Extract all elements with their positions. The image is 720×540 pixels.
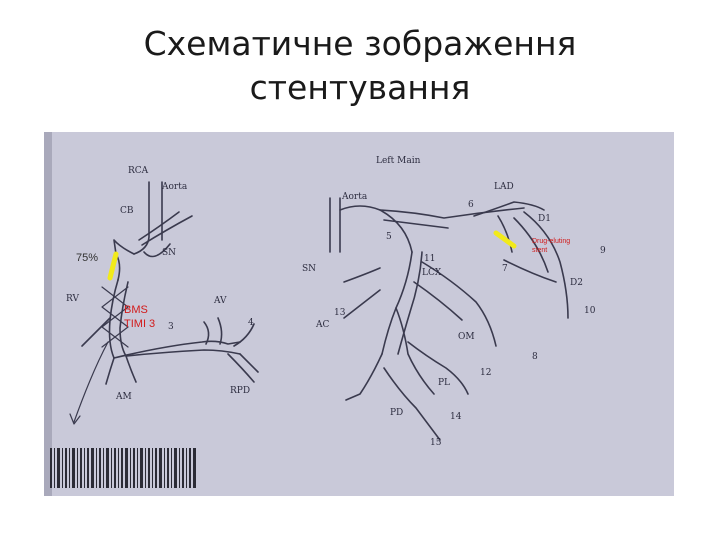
label-seg11: 11: [424, 254, 436, 264]
label-seg6: 6: [468, 200, 474, 210]
pl-branch: [407, 341, 469, 395]
stent-mesh: [101, 286, 129, 348]
rv-branch: [81, 317, 111, 347]
label-seg13: 13: [334, 308, 346, 318]
label-seg5: 5: [386, 232, 392, 242]
label-av: AV: [214, 296, 227, 306]
label-seg7: 7: [502, 264, 508, 274]
aorta-right-outline: [329, 197, 341, 253]
ac-branch: [343, 289, 381, 319]
label-aorta-right: Aorta: [342, 192, 368, 202]
label-seg14: 14: [450, 412, 462, 422]
stenosis-percent-label: 75%: [76, 252, 99, 264]
label-d2: D2: [570, 278, 583, 288]
coronary-diagram-drawing: [44, 132, 569, 496]
coronary-diagram-photo: RCA Aorta CB SN RV AV 3 4 AM RPD Left Ma…: [44, 132, 674, 496]
label-aorta-left: Aorta: [162, 182, 188, 192]
label-sn-left: SN: [162, 248, 177, 258]
title-line-2: стентування: [249, 68, 471, 107]
am-branch: [105, 355, 137, 385]
lad-proximal: [379, 207, 525, 219]
lcx-bottom: [345, 353, 383, 401]
om-branch: [421, 261, 497, 347]
lad-mid: [497, 215, 513, 253]
label-seg4: 4: [248, 318, 254, 328]
label-seg9: 9: [600, 246, 606, 256]
rca-mid-inner: [119, 281, 129, 357]
rca-distal: [113, 340, 241, 359]
rpd-branch: [227, 353, 259, 383]
label-cb: CB: [120, 206, 134, 216]
timi-flow-label: TIMI 3: [124, 318, 156, 330]
label-pl: PL: [438, 378, 451, 388]
rca-mid: [108, 279, 119, 359]
lad-lesion-marker: [493, 230, 517, 249]
rca-catheter: [73, 341, 109, 423]
lad-stent-label-line1: Drug-eluting: [532, 238, 571, 245]
cb-branch: [138, 211, 193, 246]
label-sn-right: SN: [302, 264, 317, 274]
catheter-arrow: [69, 413, 81, 425]
om-inner: [413, 281, 463, 321]
label-lcx: LCX: [422, 268, 442, 278]
sn-right-branch: [343, 267, 381, 283]
label-ac: AC: [316, 320, 330, 330]
d1-branch: [473, 201, 545, 217]
av-branch: [203, 317, 223, 345]
lcx-inner: [397, 251, 423, 355]
label-seg15: 15: [430, 438, 442, 448]
stent-type-label: BMS: [124, 304, 148, 316]
slide-title: Схематичне зображення стентування: [0, 22, 720, 110]
sn-left-branch: [143, 243, 171, 258]
label-lad: LAD: [494, 182, 514, 192]
aorta-left-outline: [133, 181, 163, 255]
label-seg12: 12: [480, 368, 492, 378]
label-d1: D1: [538, 214, 551, 224]
label-rca: RCA: [128, 166, 149, 176]
film-barcode: [50, 448, 196, 488]
d2-branch: [503, 259, 557, 283]
lad-distal-inner: [513, 217, 549, 273]
lad-stent-label-line2: stent: [532, 247, 548, 254]
label-am: AM: [116, 392, 132, 402]
lcx-main: [381, 251, 413, 355]
left-main: [339, 205, 413, 253]
title-line-1: Схематичне зображення: [143, 24, 577, 63]
label-rv: RV: [66, 294, 79, 304]
label-om: OM: [458, 332, 475, 342]
lcx-distal: [395, 307, 435, 395]
label-seg8: 8: [532, 352, 538, 362]
rca-branch-4: [233, 323, 255, 347]
pd-branch: [383, 367, 441, 441]
lad-distal: [523, 211, 569, 319]
rca-proximal: [113, 239, 135, 281]
lad-proximal-inner: [383, 219, 449, 229]
rca-distal-inner: [125, 349, 241, 357]
label-seg3: 3: [168, 322, 174, 332]
label-seg10: 10: [584, 306, 596, 316]
label-rpd: RPD: [230, 386, 251, 396]
label-pd: PD: [390, 408, 404, 418]
rca-lesion-marker: [107, 251, 119, 281]
label-left-main: Left Main: [376, 156, 421, 166]
